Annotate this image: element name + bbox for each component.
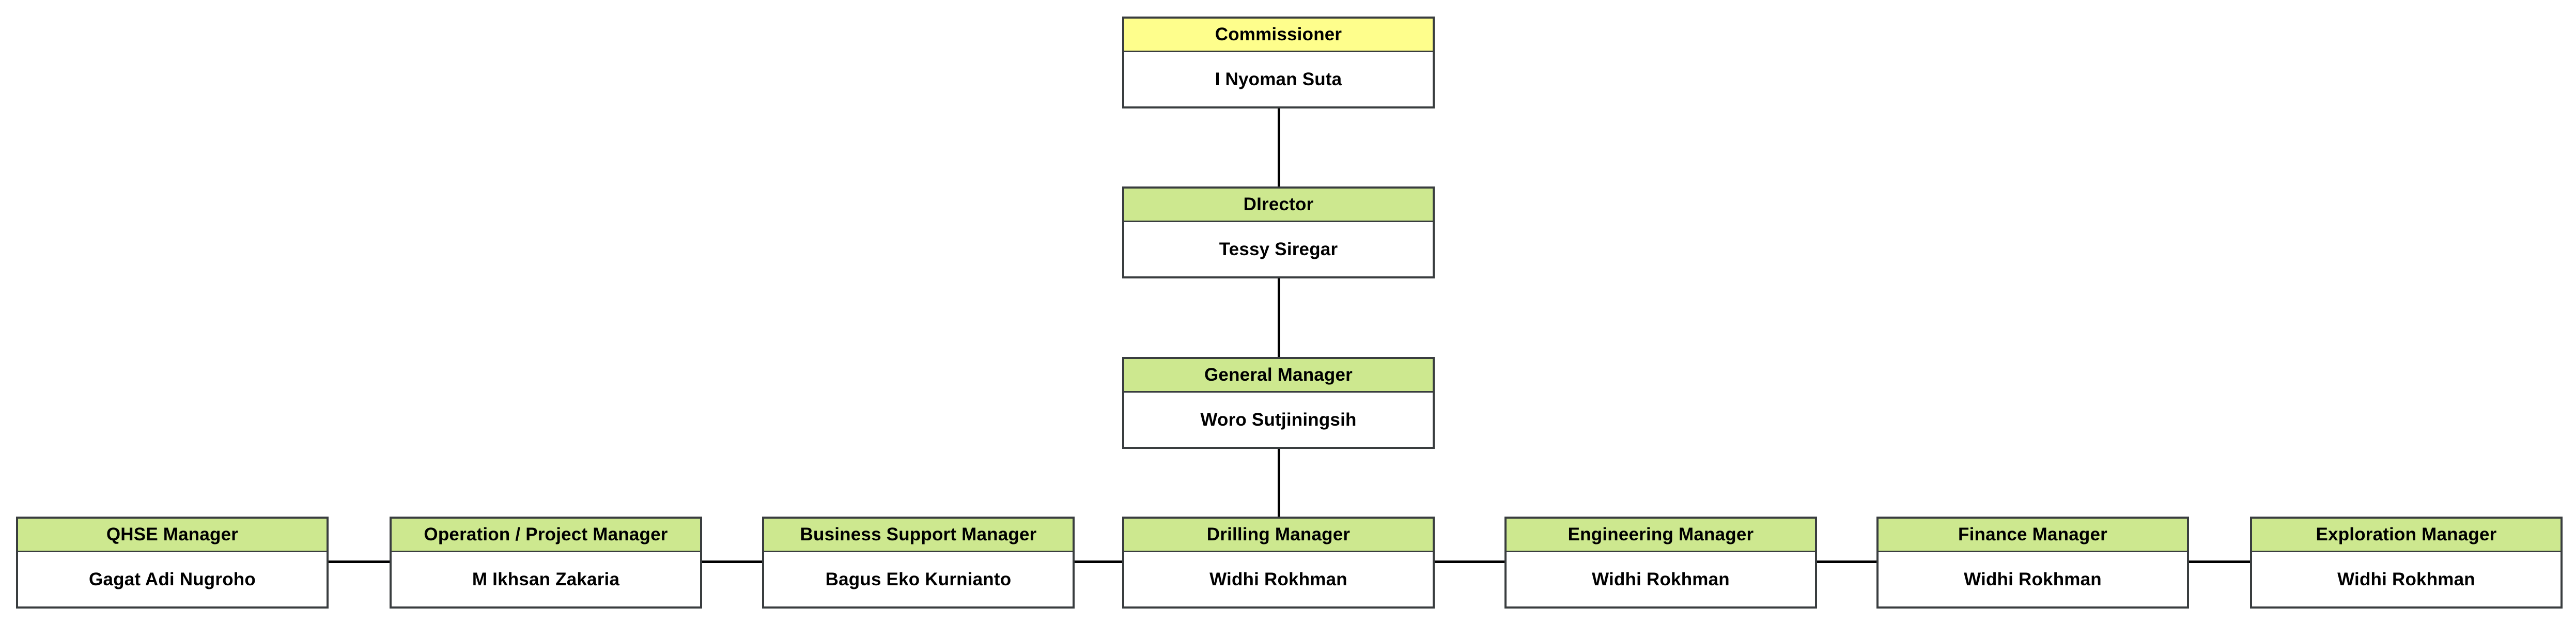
node-general-manager-header: General Manager	[1124, 359, 1433, 393]
node-business-support-manager-header: Business Support Manager	[764, 519, 1073, 552]
person-name: Widhi Rokhman	[1209, 569, 1347, 589]
node-general-manager-body: Woro Sutjiningsih	[1124, 393, 1433, 447]
node-commissioner-header: Commissioner	[1124, 19, 1433, 52]
role-title: General Manager	[1204, 365, 1353, 385]
node-finance-manager: Finance Manager Widhi Rokhman	[1876, 517, 2189, 609]
role-title: Commissioner	[1215, 24, 1342, 44]
connector-operation-business-support	[701, 560, 764, 563]
role-title: Drilling Manager	[1206, 524, 1351, 544]
connector-drilling-engineering	[1433, 560, 1506, 563]
node-drilling-manager-header: Drilling Manager	[1124, 519, 1433, 552]
role-title: Exploration Manager	[2316, 524, 2497, 544]
role-title: Operation / Project Manager	[424, 524, 668, 544]
person-name: Gagat Adi Nugroho	[89, 569, 256, 589]
connector-general-manager-drilling-manager	[1278, 448, 1280, 518]
node-engineering-manager: Engineering Manager Widhi Rokhman	[1504, 517, 1817, 609]
node-drilling-manager: Drilling Manager Widhi Rokhman	[1122, 517, 1435, 609]
node-operation-project-manager-header: Operation / Project Manager	[392, 519, 700, 552]
node-business-support-manager: Business Support Manager Bagus Eko Kurni…	[762, 517, 1075, 609]
connector-engineering-finance	[1815, 560, 1878, 563]
connector-commissioner-director	[1278, 107, 1280, 188]
role-title: QHSE Manager	[106, 524, 239, 544]
person-name: Bagus Eko Kurnianto	[825, 569, 1012, 589]
connector-business-support-drilling	[1073, 560, 1124, 563]
node-finance-manager-body: Widhi Rokhman	[1879, 552, 2187, 606]
node-finance-manager-header: Finance Manager	[1879, 519, 2187, 552]
node-business-support-manager-body: Bagus Eko Kurnianto	[764, 552, 1073, 606]
person-name: Widhi Rokhman	[1592, 569, 1730, 589]
node-engineering-manager-header: Engineering Manager	[1507, 519, 1815, 552]
role-title: Finance Manager	[1958, 524, 2107, 544]
node-qhse-manager-header: QHSE Manager	[18, 519, 327, 552]
node-engineering-manager-body: Widhi Rokhman	[1507, 552, 1815, 606]
person-name: Woro Sutjiningsih	[1200, 409, 1357, 430]
person-name: I Nyoman Suta	[1215, 69, 1342, 89]
role-title: Business Support Manager	[800, 524, 1037, 544]
connector-qhse-operation	[327, 560, 391, 563]
node-exploration-manager-body: Widhi Rokhman	[2252, 552, 2561, 606]
node-commissioner-body: I Nyoman Suta	[1124, 52, 1433, 106]
person-name: Tessy Siregar	[1219, 239, 1338, 259]
connector-director-general-manager	[1278, 277, 1280, 358]
node-director-body: Tessy Siregar	[1124, 222, 1433, 276]
node-qhse-manager: QHSE Manager Gagat Adi Nugroho	[16, 517, 329, 609]
node-exploration-manager-header: Exploration Manager	[2252, 519, 2561, 552]
role-title: Engineering Manager	[1568, 524, 1754, 544]
person-name: Widhi Rokhman	[2337, 569, 2475, 589]
node-exploration-manager: Exploration Manager Widhi Rokhman	[2250, 517, 2563, 609]
person-name: Widhi Rokhman	[1964, 569, 2102, 589]
node-drilling-manager-body: Widhi Rokhman	[1124, 552, 1433, 606]
node-qhse-manager-body: Gagat Adi Nugroho	[18, 552, 327, 606]
node-director-header: DIrector	[1124, 189, 1433, 222]
node-operation-project-manager: Operation / Project Manager M Ikhsan Zak…	[390, 517, 702, 609]
person-name: M Ikhsan Zakaria	[472, 569, 620, 589]
node-commissioner: Commissioner I Nyoman Suta	[1122, 17, 1435, 108]
connector-finance-exploration	[2187, 560, 2252, 563]
node-operation-project-manager-body: M Ikhsan Zakaria	[392, 552, 700, 606]
role-title: DIrector	[1243, 194, 1314, 214]
node-director: DIrector Tessy Siregar	[1122, 186, 1435, 278]
node-general-manager: General Manager Woro Sutjiningsih	[1122, 357, 1435, 449]
